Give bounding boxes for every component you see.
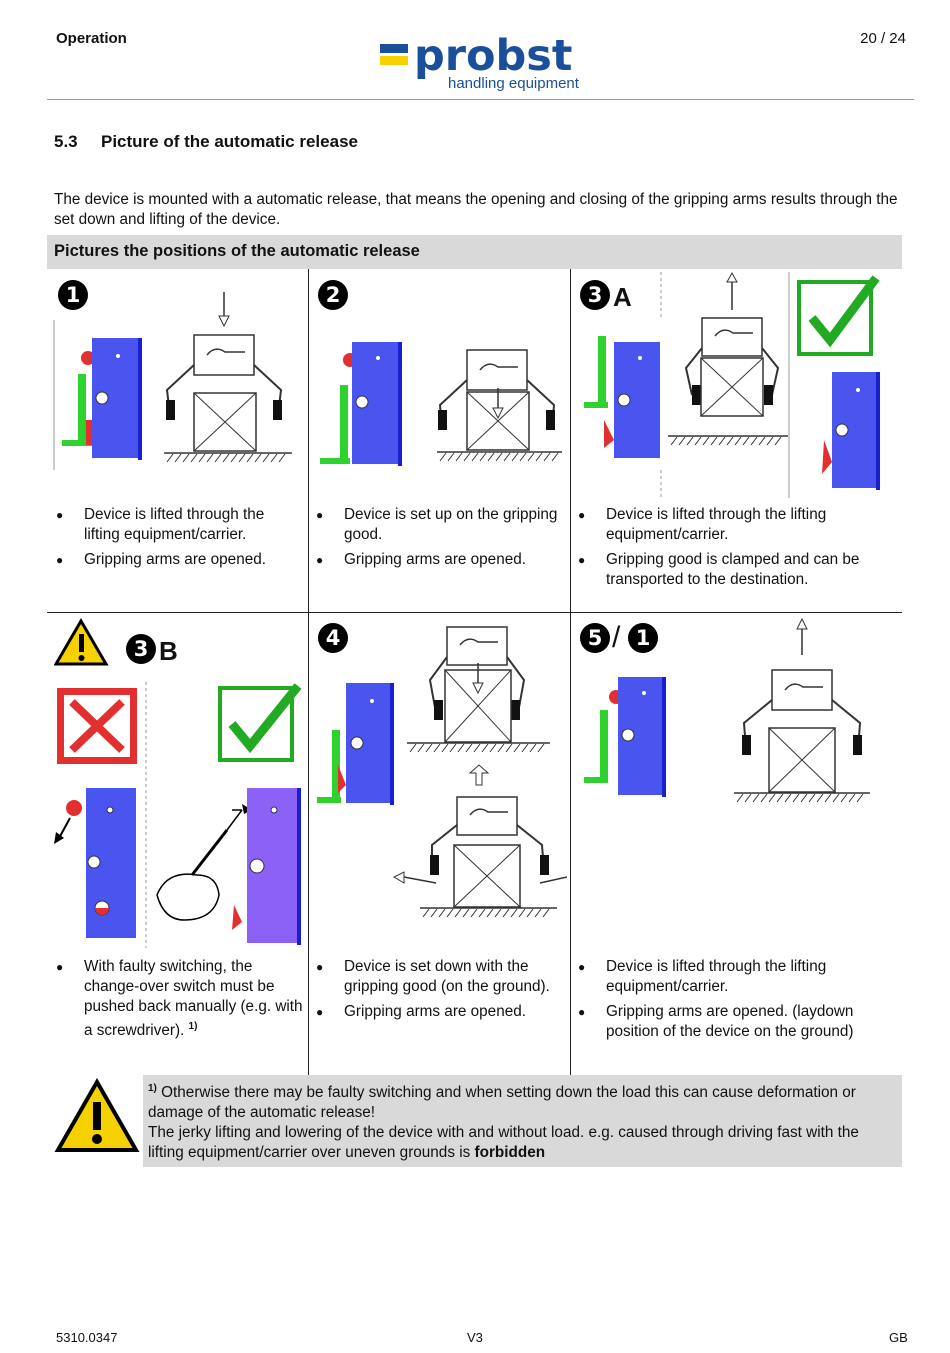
- step-badge: 1: [628, 623, 658, 653]
- list-item: Device is lifted through the lifting equ…: [578, 505, 898, 545]
- section-number: 5.3: [54, 132, 78, 151]
- step-badge: 3: [580, 280, 610, 310]
- grid-divider: [47, 612, 902, 613]
- step-badge: 5: [580, 623, 610, 653]
- list-item: Device is set up on the gripping good.: [316, 505, 564, 545]
- footer-doc-number: 5310.0347: [56, 1330, 118, 1345]
- table-heading: Pictures the positions of the automatic …: [54, 242, 420, 260]
- step-3a-illustration: [584, 271, 880, 498]
- step-3b-bullets: With faulty switching, the change-over s…: [56, 957, 306, 1046]
- header-section-label: Operation: [56, 30, 127, 47]
- footnote-mark: 1): [148, 1083, 157, 1094]
- section-title: Picture of the automatic release: [101, 132, 358, 151]
- step-5-illustration: [584, 617, 870, 803]
- step-suffix: A: [613, 282, 632, 312]
- step-5-bullets: Device is lifted through the lifting equ…: [578, 957, 898, 1047]
- list-item: Device is lifted through the lifting equ…: [578, 957, 898, 997]
- step-4-illustration: [317, 626, 567, 918]
- step-suffix: B: [159, 636, 178, 666]
- footnote-mark: 1): [188, 1021, 198, 1032]
- logo-wordmark: probst: [414, 32, 572, 81]
- step-badge: 4: [318, 623, 348, 653]
- list-item: Gripping arms are opened.: [316, 1002, 566, 1022]
- step-badge: 2: [318, 280, 348, 310]
- warning-line-2: The jerky lifting and lowering of the de…: [148, 1124, 859, 1162]
- step-1-bullets: Device is lifted through the lifting equ…: [56, 505, 301, 575]
- step-3b-illustration: [54, 682, 302, 948]
- grid-divider: [570, 269, 571, 1075]
- warning-note: 1) Otherwise there may be faulty switchi…: [148, 1079, 898, 1163]
- list-item: Gripping arms are opened.: [316, 550, 564, 570]
- warning-emphasis: forbidden: [474, 1144, 546, 1162]
- warning-triangle-icon: [54, 618, 109, 666]
- list-item: With faulty switching, the change-over s…: [56, 957, 306, 1041]
- step-separator: /: [612, 621, 621, 654]
- step-badge: 3: [126, 634, 156, 664]
- step-badge: 1: [58, 280, 88, 310]
- list-item: Gripping arms are opened.: [56, 550, 301, 570]
- step-2-bullets: Device is set up on the gripping good. G…: [316, 505, 564, 575]
- probst-logo: probst handling equipment: [380, 32, 580, 92]
- warning-note-background: [143, 1075, 902, 1167]
- step-1-illustration: [53, 292, 292, 470]
- table-heading-band: Pictures the positions of the automatic …: [47, 235, 902, 269]
- step-4-bullets: Device is set down with the gripping goo…: [316, 957, 566, 1027]
- list-item: Gripping arms are opened. (laydown posit…: [578, 1002, 898, 1042]
- grid-divider: [308, 269, 309, 1075]
- list-item: Gripping good is clamped and can be tran…: [578, 550, 898, 590]
- page-number: 20 / 24: [860, 30, 906, 47]
- logo-subtext: handling equipment: [448, 75, 580, 92]
- header-rule: [47, 99, 914, 100]
- footer-version: V3: [467, 1330, 483, 1345]
- warning-line-1: 1) Otherwise there may be faulty switchi…: [148, 1083, 856, 1122]
- step-3a-bullets: Device is lifted through the lifting equ…: [578, 505, 898, 595]
- warning-large-icon: [54, 1078, 140, 1152]
- footer-language: GB: [889, 1330, 908, 1345]
- step-2-illustration: [320, 342, 562, 466]
- intro-paragraph: The device is mounted with a automatic r…: [54, 191, 898, 228]
- list-item: Device is set down with the gripping goo…: [316, 957, 566, 997]
- list-item: Device is lifted through the lifting equ…: [56, 505, 301, 545]
